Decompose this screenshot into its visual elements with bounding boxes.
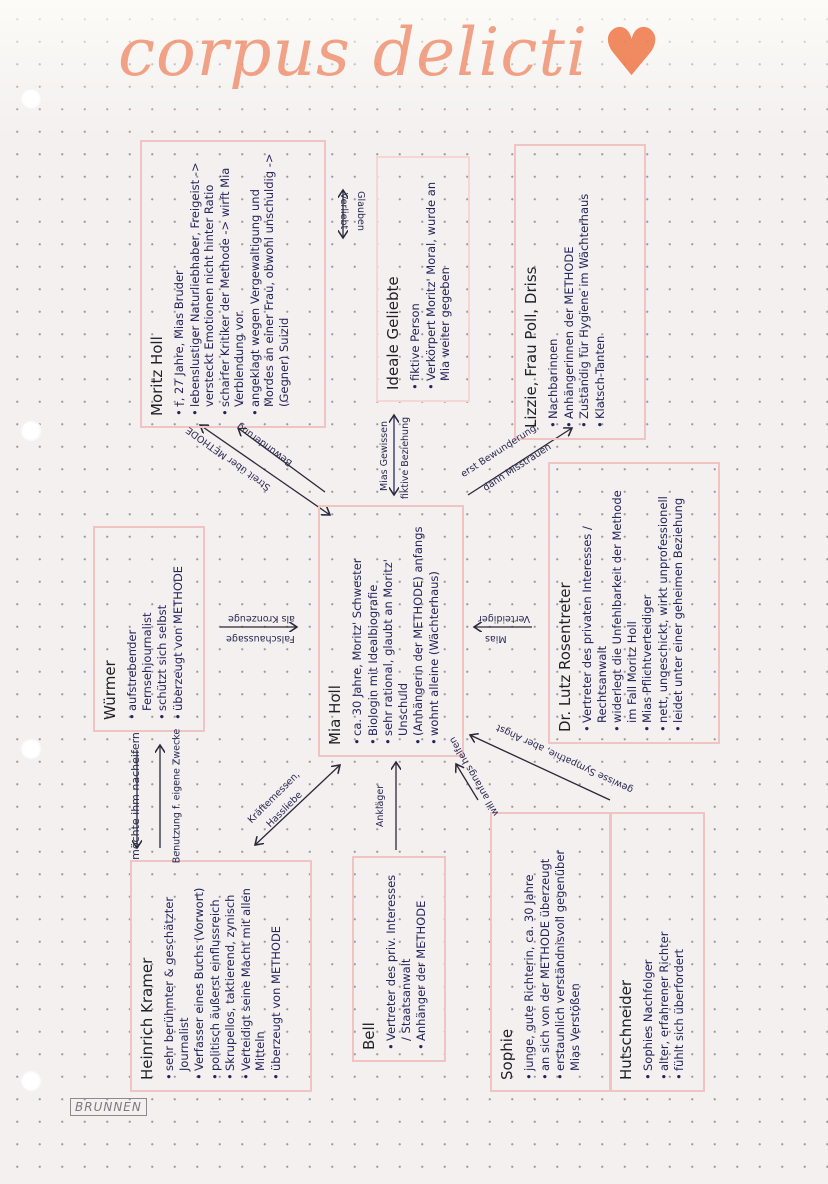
card-heinrich-kramer: Heinrich Kramer sehr berühmter & geschät…: [130, 860, 312, 1092]
card-items: †, 27 Jahre, Mias Bruder lebenslustiger …: [172, 152, 291, 416]
list-item: leidet unter einer geheimen Beziehung: [671, 474, 686, 732]
list-item: Zuständig für Hygiene im Wächterhaus: [577, 156, 592, 428]
list-item: scharfer Kritiker der Methode -> wirft M…: [218, 152, 247, 416]
card-sophie: Sophie junge, gute Richterin, ca. 30 Jah…: [490, 812, 612, 1092]
heart-icon: ♥: [601, 14, 663, 91]
list-item: überzeugt von METHODE: [269, 872, 284, 1080]
list-item: an sich von der METHODE überzeugt: [538, 824, 553, 1080]
list-item: Sophies Nachfolger: [641, 824, 656, 1080]
arrow-moritz-mia-2: [238, 428, 326, 493]
list-item: nett, ungeschickt, wirkt unprofessionell: [656, 474, 671, 732]
list-item: (Anhängerin der METHODE) anfangs: [411, 517, 426, 745]
list-item: Vertreter des priv. Interesses / Staatsa…: [384, 868, 413, 1050]
relation-label: möchte ihm nacheifern: [128, 732, 142, 860]
punch-hole: [20, 1070, 42, 1092]
card-items: fiktive Person Verkörpert Moritz' Moral,…: [408, 168, 453, 390]
card-items: Vertreter des priv. Interesses / Staatsa…: [384, 868, 429, 1050]
card-items: junge, gute Richterin, ca. 30 Jahre an s…: [522, 824, 582, 1080]
list-item: †, 27 Jahre, Mias Bruder: [172, 152, 187, 416]
card-items: Sophies Nachfolger alter, erfahrener Ric…: [641, 824, 687, 1080]
card-name: Dr. Lutz Rosentreter: [556, 582, 574, 732]
photo-glare: [0, 0, 828, 140]
card-wuermer: Würmer aufstrebender Fernsehjournalist s…: [93, 526, 205, 732]
card-name: Lizzie, Frau Poll, Driss: [522, 266, 540, 428]
list-item: wohnt alleine (Wächterhaus): [427, 517, 442, 745]
card-items: aufstrebender Fernsehjournalist schützt …: [125, 538, 185, 720]
card-name: Sophie: [498, 1028, 516, 1080]
list-item: Verteidigt seine Macht mit allen Mitteln: [239, 872, 268, 1080]
card-name: Würmer: [101, 660, 119, 720]
list-item: sehr rational, glaubt an Moritz' Unschul…: [381, 517, 410, 745]
page-title: corpus delicti♥: [118, 14, 662, 91]
list-item: alter, erfahrener Richter: [657, 824, 672, 1080]
relation-label: Ankläger: [375, 784, 387, 828]
list-item: fiktive Person: [408, 168, 423, 390]
title-text: corpus delicti: [118, 14, 588, 91]
list-item: Biologin mit Idealbiografie: [366, 517, 381, 745]
list-item: Anhänger der METHODE: [414, 868, 429, 1050]
list-item: überzeugt von METHODE: [171, 538, 186, 720]
list-item: fühlt sich überfordert: [672, 824, 687, 1080]
relation-label: Falschaussage: [226, 633, 295, 644]
list-item: Klatsch-Tanten: [593, 156, 608, 428]
list-item: Anhängerinnen der METHODE: [562, 156, 577, 428]
list-item: politisch äußerst einflussreich: [208, 872, 223, 1080]
list-item: sehr berühmter & geschätzter Journalist: [162, 872, 191, 1080]
card-ideale-geliebte: Ideale Geliebte fiktive Person Verkörper…: [376, 156, 470, 402]
list-item: Nachbarinnen: [546, 156, 561, 428]
relation-label: als Kronzeuge: [228, 613, 295, 624]
card-name: Moritz Holl: [148, 336, 166, 416]
card-name: Bell: [360, 1022, 378, 1050]
list-item: Verkörpert Moritz' Moral, wurde an Mia w…: [424, 168, 453, 390]
arrow-sophie-mia-1: [456, 764, 479, 801]
card-bell: Bell Vertreter des priv. Interesses / St…: [352, 856, 446, 1062]
relation-label: Verteidiger: [478, 613, 531, 624]
relation-label: fiktive Beziehung: [400, 416, 412, 500]
arrow-moritz-mia-1: [200, 425, 330, 515]
card-mia: Mia Holl ca. 30 Jahre, Moritz' Schwester…: [318, 505, 464, 757]
brunnen-logo: BRUNNEN: [70, 1098, 147, 1116]
list-item: Mias Pflichtverteidiger: [640, 474, 655, 732]
list-item: junge, gute Richterin, ca. 30 Jahre: [522, 824, 537, 1080]
punch-hole: [20, 88, 42, 110]
card-name: Ideale Geliebte: [384, 276, 402, 390]
punch-hole: [20, 420, 42, 442]
card-name: Heinrich Kramer: [138, 957, 156, 1080]
card-moritz: Moritz Holl †, 27 Jahre, Mias Bruder leb…: [140, 140, 326, 428]
arrow-kramer-mia: [255, 765, 340, 845]
list-item: angeklagt wegen Vergewaltigung und Morde…: [248, 152, 292, 416]
list-item: Vertreter des privaten Interesses / Rech…: [580, 474, 609, 732]
list-item: ca. 30 Jahre, Moritz' Schwester: [350, 517, 365, 745]
card-name: Hutschneider: [617, 979, 635, 1080]
card-items: sehr berühmter & geschätzter Journalist …: [162, 872, 283, 1080]
list-item: Verfasser eines Buchs (Vorwort): [192, 872, 207, 1080]
card-items: Nachbarinnen Anhängerinnen der METHODE Z…: [546, 156, 607, 428]
card-items: Vertreter des privaten Interesses / Rech…: [580, 474, 686, 732]
list-item: Skrupellos, taktierend, zynisch: [223, 872, 238, 1080]
card-lutz-rosentreter: Dr. Lutz Rosentreter Vertreter des priva…: [548, 462, 720, 744]
list-item: erstaunlich verständnisvoll gegenüber Mi…: [553, 824, 582, 1080]
card-items: ca. 30 Jahre, Moritz' Schwester Biologin…: [350, 517, 441, 745]
relation-label: Mias Gewissen: [379, 420, 391, 492]
list-item: lebenslustiger Naturliebhaber, Freigeist…: [188, 152, 217, 416]
card-lizzie: Lizzie, Frau Poll, Driss Nachbarinnen An…: [514, 144, 646, 440]
relation-label: Mias: [485, 633, 507, 644]
list-item: schützt sich selbst: [155, 538, 170, 720]
arrow-sophie-mia-2: [470, 735, 611, 801]
relation-label: Benutzung f. eigene Zwecke: [171, 728, 183, 864]
relation-label: Verliebt: [338, 192, 350, 230]
list-item: aufstrebender Fernsehjournalist: [125, 538, 154, 720]
punch-hole: [20, 738, 42, 760]
card-hutschneider: Hutschneider Sophies Nachfolger alter, e…: [609, 812, 705, 1092]
relation-label: Glauben: [354, 191, 366, 231]
card-name: Mia Holl: [326, 685, 344, 745]
list-item: widerlegt die Unfehlbarkeit der Methode …: [610, 474, 639, 732]
